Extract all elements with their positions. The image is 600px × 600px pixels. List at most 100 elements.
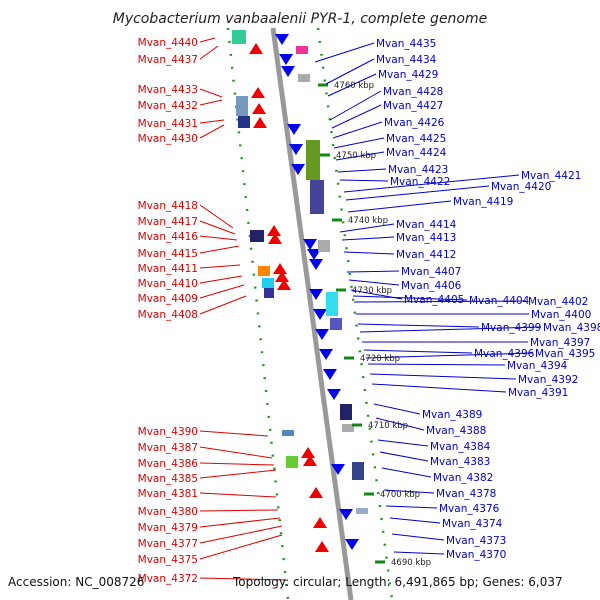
gene-label-mvan-4402[interactable]: Mvan_4402 — [528, 296, 588, 308]
gene-label-mvan-4430[interactable]: Mvan_4430 — [138, 133, 198, 145]
right-label-leader — [339, 179, 389, 182]
gene-label-mvan-4410[interactable]: Mvan_4410 — [138, 278, 198, 290]
gene-feature-block — [310, 180, 324, 214]
gene-label-mvan-4414[interactable]: Mvan_4414 — [396, 219, 457, 231]
gene-label-mvan-4432[interactable]: Mvan_4432 — [138, 100, 198, 112]
plus-strand-gene-arrow — [291, 164, 305, 175]
gene-label-mvan-4428[interactable]: Mvan_4428 — [383, 86, 443, 98]
gene-label-mvan-4386[interactable]: Mvan_4386 — [138, 458, 199, 470]
gene-label-mvan-4372[interactable]: Mvan_4372 — [138, 573, 198, 585]
plus-strand-gene-arrow — [323, 369, 337, 380]
gene-feature-block — [330, 318, 342, 330]
gene-feature-block — [318, 240, 330, 252]
gene-label-mvan-4395[interactable]: Mvan_4395 — [535, 348, 595, 360]
right-label-leader — [369, 373, 517, 380]
gene-label-mvan-4387[interactable]: Mvan_4387 — [138, 442, 198, 454]
gene-label-mvan-4407[interactable]: Mvan_4407 — [401, 266, 461, 278]
gene-label-mvan-4437[interactable]: Mvan_4437 — [138, 54, 198, 66]
left-label-leader — [199, 534, 283, 560]
gene-label-mvan-4425[interactable]: Mvan_4425 — [386, 133, 446, 145]
gene-feature-block — [258, 266, 270, 276]
gene-label-mvan-4374[interactable]: Mvan_4374 — [442, 518, 503, 530]
gene-label-mvan-4417[interactable]: Mvan_4417 — [138, 216, 198, 228]
scale-tick-4740-kbp: 4740 kbp — [348, 216, 388, 226]
right-label-leader — [357, 323, 480, 328]
gene-label-mvan-4440[interactable]: Mvan_4440 — [138, 37, 198, 49]
left-label-leader — [199, 430, 269, 437]
left-label-leader — [199, 220, 236, 235]
gene-label-mvan-4375[interactable]: Mvan_4375 — [138, 554, 198, 566]
left-label-leader — [199, 124, 225, 139]
gene-label-mvan-4408[interactable]: Mvan_4408 — [138, 309, 198, 321]
gene-label-mvan-4426[interactable]: Mvan_4426 — [384, 117, 445, 129]
right-label-leader — [341, 236, 395, 241]
right-label-leader — [345, 185, 490, 201]
gene-label-mvan-4382[interactable]: Mvan_4382 — [433, 472, 493, 484]
gene-label-mvan-4390[interactable]: Mvan_4390 — [138, 426, 198, 438]
gene-label-mvan-4379[interactable]: Mvan_4379 — [138, 522, 198, 534]
gene-label-mvan-4392[interactable]: Mvan_4392 — [518, 374, 578, 386]
gene-label-mvan-4394[interactable]: Mvan_4394 — [507, 360, 568, 372]
gene-label-mvan-4427[interactable]: Mvan_4427 — [383, 100, 443, 112]
gene-label-mvan-4376[interactable]: Mvan_4376 — [439, 503, 500, 515]
gene-label-mvan-4411[interactable]: Mvan_4411 — [138, 263, 198, 275]
gene-label-mvan-4406[interactable]: Mvan_4406 — [401, 280, 462, 292]
gene-label-mvan-4409[interactable]: Mvan_4409 — [138, 293, 198, 305]
right-label-leader — [367, 363, 506, 366]
right-label-leader — [347, 200, 452, 213]
left-label-leader — [199, 88, 223, 98]
gene-label-mvan-4413[interactable]: Mvan_4413 — [396, 232, 456, 244]
minus-strand-gene-arrow — [251, 87, 265, 98]
plus-strand-gene-arrow — [309, 259, 323, 270]
gene-label-mvan-4384[interactable]: Mvan_4384 — [430, 441, 491, 453]
gene-label-mvan-4415[interactable]: Mvan_4415 — [138, 248, 198, 260]
left-label-leader — [199, 577, 287, 581]
gene-label-mvan-4416[interactable]: Mvan_4416 — [138, 231, 199, 243]
gene-feature-block — [286, 456, 298, 468]
right-label-leader — [377, 439, 429, 447]
gene-label-mvan-4370[interactable]: Mvan_4370 — [446, 549, 506, 561]
gene-label-mvan-4412[interactable]: Mvan_4412 — [396, 249, 456, 261]
genome-backbone — [270, 27, 354, 600]
gene-label-mvan-4373[interactable]: Mvan_4373 — [446, 535, 506, 547]
plus-strand-gene-arrow — [279, 54, 293, 65]
minus-strand-gene-arrow — [309, 487, 323, 498]
gene-label-mvan-4388[interactable]: Mvan_4388 — [426, 425, 486, 437]
gene-label-mvan-4424[interactable]: Mvan_4424 — [386, 147, 447, 159]
gene-label-mvan-4389[interactable]: Mvan_4389 — [422, 409, 482, 421]
gene-label-mvan-4422[interactable]: Mvan_4422 — [390, 176, 450, 188]
gene-label-mvan-4423[interactable]: Mvan_4423 — [388, 164, 448, 176]
gene-feature-block — [298, 74, 310, 82]
gene-label-mvan-4405[interactable]: Mvan_4405 — [404, 294, 464, 306]
gene-label-mvan-4398[interactable]: Mvan_4398 — [543, 322, 600, 334]
right-label-leader — [348, 279, 400, 286]
minus-strand-gene-arrow — [267, 225, 281, 236]
gene-label-mvan-4378[interactable]: Mvan_4378 — [436, 488, 496, 500]
right-label-leader — [353, 300, 527, 303]
gene-label-mvan-4429[interactable]: Mvan_4429 — [378, 69, 438, 81]
gene-label-mvan-4381[interactable]: Mvan_4381 — [138, 488, 198, 500]
right-label-leader — [373, 403, 421, 415]
gene-label-mvan-4418[interactable]: Mvan_4418 — [138, 200, 198, 212]
gene-feature-block — [232, 30, 246, 44]
gene-label-mvan-4435[interactable]: Mvan_4435 — [376, 38, 436, 50]
gene-label-mvan-4397[interactable]: Mvan_4397 — [530, 337, 590, 349]
gene-label-mvan-4421[interactable]: Mvan_4421 — [521, 170, 581, 182]
minus-strand-gene-arrow — [252, 103, 266, 114]
gene-label-mvan-4380[interactable]: Mvan_4380 — [138, 506, 198, 518]
gene-label-mvan-4383[interactable]: Mvan_4383 — [430, 456, 490, 468]
gene-label-mvan-4431[interactable]: Mvan_4431 — [138, 118, 198, 130]
gene-label-mvan-4385[interactable]: Mvan_4385 — [138, 473, 198, 485]
gene-label-mvan-4420[interactable]: Mvan_4420 — [491, 181, 551, 193]
gene-label-mvan-4391[interactable]: Mvan_4391 — [508, 387, 568, 399]
right-label-leader — [327, 73, 377, 97]
gene-label-mvan-4433[interactable]: Mvan_4433 — [138, 84, 198, 96]
gene-label-mvan-4419[interactable]: Mvan_4419 — [453, 196, 513, 208]
gene-label-mvan-4400[interactable]: Mvan_4400 — [531, 309, 591, 321]
right-label-leader — [352, 295, 468, 301]
gene-label-mvan-4434[interactable]: Mvan_4434 — [376, 54, 437, 66]
minus-strand-gene-arrow — [253, 117, 267, 128]
left-label-leader — [199, 99, 223, 106]
gene-label-mvan-4377[interactable]: Mvan_4377 — [138, 538, 198, 550]
